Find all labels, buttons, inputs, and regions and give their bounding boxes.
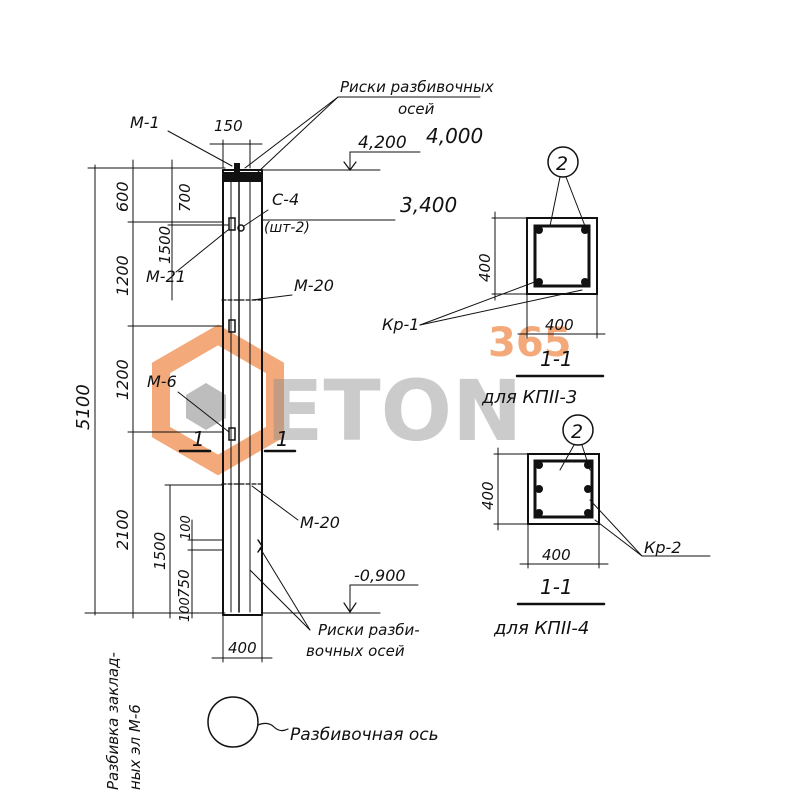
section-marker: 1 1 bbox=[178, 427, 297, 453]
section-top-caption: для КПII-3 bbox=[481, 387, 577, 408]
section-bottom-callout: 2 bbox=[571, 421, 583, 443]
dim-1500-upper: 1500 bbox=[156, 226, 174, 264]
dim-100-lower: 100 bbox=[178, 597, 193, 622]
section-top-height: 400 bbox=[476, 253, 494, 282]
section-bottom-height: 400 bbox=[479, 481, 497, 510]
embedded-part-m6 bbox=[228, 427, 236, 441]
stirrup bbox=[533, 224, 591, 288]
watermark-number: 365 bbox=[488, 320, 572, 366]
top-mark-overwrite: 4,000 bbox=[426, 124, 483, 148]
section-mark-right: 1 bbox=[276, 427, 289, 451]
dim-700: 700 bbox=[176, 183, 194, 212]
rebar-dot bbox=[535, 461, 543, 469]
rotated-note-line1: Разбивка заклад- bbox=[104, 652, 122, 790]
label-m20-top: М-20 bbox=[294, 276, 334, 295]
bottom-width-dimension: 400 bbox=[211, 614, 273, 663]
rebar-dot bbox=[581, 226, 589, 234]
rebar-dot bbox=[584, 485, 592, 493]
stirrup bbox=[533, 459, 594, 519]
label-m21: М-21 bbox=[146, 267, 186, 286]
level-mark-mid: 3,400 bbox=[261, 193, 457, 221]
dim-600: 600 bbox=[113, 181, 132, 212]
watermark-logo-icon bbox=[152, 324, 284, 476]
section-bottom-caption: для КПII-4 bbox=[493, 618, 589, 639]
section-top-callout: 2 bbox=[556, 153, 568, 175]
bottom-notes: Разбивка заклад- ных эл М-6 Разбивочная … bbox=[104, 652, 439, 790]
section-top-width: 400 bbox=[545, 316, 574, 334]
risk-top-line1: Риски разбивочных bbox=[340, 78, 494, 96]
section-bottom-title: 1-1 bbox=[540, 575, 573, 599]
rebar-dot bbox=[584, 461, 592, 469]
total-height-label: 5100 bbox=[73, 384, 94, 430]
rebar-dot bbox=[535, 226, 543, 234]
section-bottom: 2 400 400 Кр-2 1-1 для КПII-4 bbox=[479, 414, 711, 639]
mid-mark-label: 3,400 bbox=[400, 193, 457, 217]
leader-squiggle bbox=[257, 722, 289, 732]
segment-dimensions: 600 1200 1200 2100 700 1500 1500 100 750… bbox=[113, 159, 229, 622]
label-m1: М-1 bbox=[130, 113, 160, 132]
bottom-width-label: 400 bbox=[228, 639, 257, 657]
risk-top-line2: осей bbox=[398, 100, 435, 118]
dim-1200-lower: 1200 bbox=[113, 359, 132, 400]
dim-1500-lower: 1500 bbox=[151, 532, 169, 570]
dim-100-upper: 100 bbox=[179, 515, 194, 540]
axis-legend-label: Разбивочная ось bbox=[290, 725, 439, 745]
rebar-dot bbox=[535, 509, 543, 517]
section-top-title: 1-1 bbox=[540, 347, 573, 371]
top-width-label: 150 bbox=[214, 117, 243, 135]
callout-circle bbox=[547, 146, 579, 178]
section-top: 2 400 400 Кр-1 1-1 для КПII-3 bbox=[382, 146, 606, 408]
section-bottom-width: 400 bbox=[542, 546, 571, 564]
callout-circle bbox=[562, 414, 594, 446]
watermark-word: ETON bbox=[266, 362, 522, 460]
risk-mark-bottom bbox=[257, 539, 263, 553]
bottom-mark-label: -0,900 bbox=[354, 566, 406, 585]
embedded-part-m21 bbox=[228, 217, 236, 231]
level-mark-bottom: -0,900 bbox=[261, 566, 419, 614]
section-mark-left: 1 bbox=[192, 427, 205, 451]
top-width-dimension: 150 bbox=[209, 117, 263, 169]
dim-1200-upper: 1200 bbox=[113, 255, 132, 296]
level-mark-top: 4,200 4,000 bbox=[261, 124, 483, 171]
axis-circle-icon bbox=[207, 696, 259, 748]
c4-loop bbox=[237, 224, 245, 232]
label-c4: С-4 bbox=[272, 190, 299, 209]
dim-2100: 2100 bbox=[113, 509, 132, 550]
risk-bottom-line1: Риски разби- bbox=[318, 621, 420, 639]
watermark: 365 ETON bbox=[152, 320, 572, 476]
label-c4-qty: (шт-2) bbox=[264, 220, 310, 236]
label-m20-bottom: М-20 bbox=[300, 513, 340, 532]
section-top-cage-label: Кр-1 bbox=[382, 315, 419, 334]
rebar-dot bbox=[535, 278, 543, 286]
dim-750: 750 bbox=[175, 569, 193, 598]
section-bottom-cage-label: Кр-2 bbox=[644, 538, 681, 557]
m1-stud bbox=[234, 163, 240, 172]
rotated-note-line2: ных эл М-6 bbox=[126, 704, 144, 790]
elevation-callouts: М-1 Риски разбивочных осей С-4 (шт-2) М-… bbox=[130, 78, 494, 660]
rebar-dot bbox=[581, 278, 589, 286]
label-m6: М-6 bbox=[147, 372, 177, 391]
rebar-dot bbox=[535, 485, 543, 493]
column-elevation bbox=[221, 163, 264, 616]
overall-height-dimension: 5100 bbox=[73, 164, 226, 616]
m1-plate bbox=[224, 172, 261, 182]
section-outline bbox=[527, 453, 600, 525]
top-mark-label: 4,200 bbox=[358, 133, 407, 153]
risk-bottom-line2: вочных осей bbox=[306, 642, 405, 660]
embedded-part bbox=[228, 319, 236, 333]
rebar-dot bbox=[584, 509, 592, 517]
